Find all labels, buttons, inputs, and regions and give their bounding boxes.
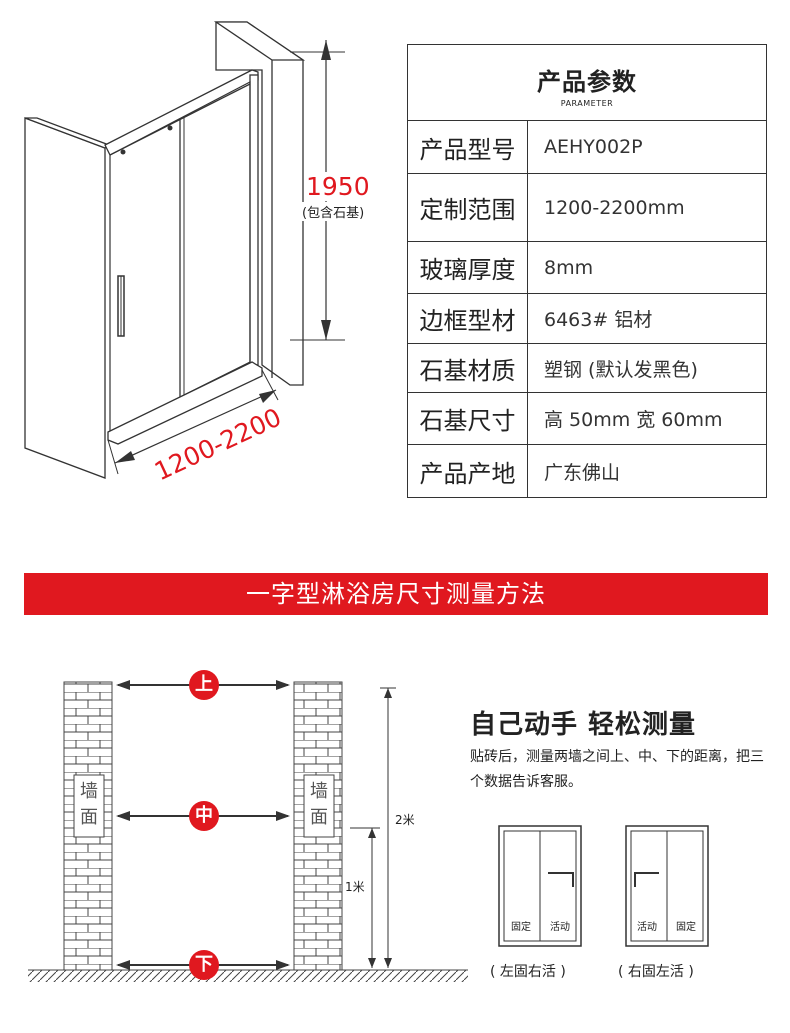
height-value: 1950 — [304, 172, 372, 201]
spec-value: 1200-2200mm — [544, 196, 685, 219]
section-banner: 一字型淋浴房尺寸测量方法 — [24, 573, 768, 615]
spec-key: 石基尺寸 — [408, 393, 528, 444]
door-left-caption: ( 左固右活 ) — [490, 964, 566, 980]
label-middle: 中 — [189, 801, 219, 831]
spec-row: 石基尺寸 高 50mm 宽 60mm — [408, 393, 766, 445]
spec-row: 石基材质 塑钢 (默认发黑色) — [408, 344, 766, 393]
wall-char: 墙 — [310, 781, 328, 802]
door-right-active-label: 活动 — [637, 922, 657, 933]
label-bottom: 下 — [189, 950, 219, 980]
wall-char: 墙 — [80, 781, 98, 802]
spec-row: 产品产地 广东佛山 — [408, 445, 766, 497]
spec-key: 石基材质 — [408, 344, 528, 392]
door-left-fixed-label: 固定 — [511, 922, 531, 933]
spec-key: 产品产地 — [408, 445, 528, 497]
measure-diagram — [28, 680, 468, 982]
door-right-fixed-label: 固定 — [676, 922, 696, 933]
spec-table: 产品参数 PARAMETER 产品型号 AEHY002P 定制范围 1200-2… — [407, 44, 767, 498]
measure-title: 自己动手 轻松测量 — [470, 710, 697, 740]
door-right-fixed-left-active — [625, 825, 709, 947]
wall-char: 面 — [80, 807, 98, 828]
measure-description: 贴砖后，测量两墙之间上、中、下的距离，把三个数据告诉客服。 — [470, 749, 764, 790]
spec-value: 塑钢 (默认发黑色) — [544, 358, 698, 381]
shower-door-diagram — [24, 21, 345, 479]
label-1m: 1米 — [345, 880, 365, 894]
height-note: (包含石基) — [302, 202, 365, 221]
spec-key: 玻璃厚度 — [408, 242, 528, 293]
spec-key: 产品型号 — [408, 121, 528, 173]
door-right-caption: ( 右固左活 ) — [618, 964, 694, 980]
spec-row: 边框型材 6463# 铝材 — [408, 294, 766, 344]
label-top: 上 — [189, 670, 219, 700]
spec-key: 定制范围 — [408, 174, 528, 241]
spec-header: 产品参数 PARAMETER — [408, 45, 766, 121]
spec-subtitle: PARAMETER — [560, 99, 614, 108]
spec-row: 产品型号 AEHY002P — [408, 121, 766, 174]
spec-value: 8mm — [544, 256, 594, 279]
spec-value: 6463# 铝材 — [544, 309, 653, 331]
spec-key: 边框型材 — [408, 294, 528, 343]
wall-label-left: 墙 面 — [80, 779, 98, 831]
spec-value: 高 50mm 宽 60mm — [544, 409, 723, 431]
spec-row: 玻璃厚度 8mm — [408, 242, 766, 294]
spec-value: AEHY002P — [544, 136, 643, 158]
door-left-fixed-right-active — [498, 825, 582, 947]
spec-row: 定制范围 1200-2200mm — [408, 174, 766, 242]
wall-label-right: 墙 面 — [310, 779, 328, 831]
door-left-active-label: 活动 — [550, 922, 570, 933]
spec-title: 产品参数 — [537, 68, 637, 96]
label-2m: 2米 — [395, 813, 415, 827]
spec-value: 广东佛山 — [544, 461, 621, 484]
wall-char: 面 — [310, 807, 328, 828]
